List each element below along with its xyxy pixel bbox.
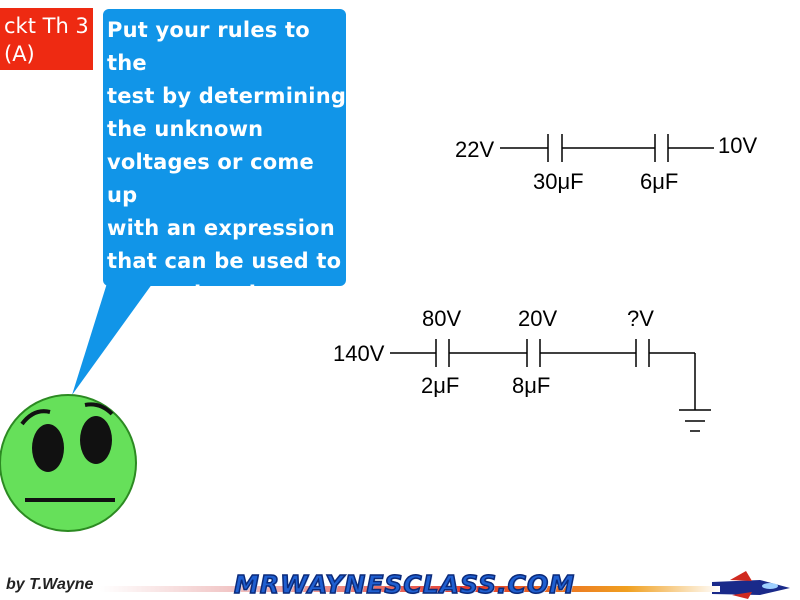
top-cap2-label: 6μF bbox=[640, 169, 678, 194]
top-cap1-label: 30μF bbox=[533, 169, 584, 194]
bottom-cap2-label: 8μF bbox=[512, 373, 550, 398]
bottom-cap1-label: 2μF bbox=[421, 373, 459, 398]
bubble-line-4: voltages or come up bbox=[107, 150, 314, 207]
rocket-logo-icon bbox=[712, 571, 790, 599]
speech-bubble bbox=[103, 9, 346, 286]
bottom-v3-label: ?V bbox=[627, 306, 654, 331]
bubble-line-5: with an expression bbox=[107, 216, 335, 240]
top-circuit bbox=[500, 134, 714, 162]
slide-tag: ckt Th 3 (A) bbox=[0, 8, 93, 70]
bubble-line-6: that can be used to bbox=[107, 249, 342, 273]
footer-author: by T.Wayne bbox=[6, 576, 94, 593]
speech-bubble-tail bbox=[72, 280, 155, 395]
bottom-source-voltage: 140V bbox=[333, 341, 385, 366]
bubble-line-8: unknown voltage. bbox=[107, 315, 322, 339]
slide-tag-line1: ckt Th 3 bbox=[4, 14, 89, 38]
bubble-line-2: test by determining bbox=[107, 84, 347, 108]
slide-tag-line2: (A) bbox=[4, 42, 35, 66]
bubble-line-3: the unknown bbox=[107, 117, 264, 141]
bottom-v1-label: 80V bbox=[422, 306, 461, 331]
smiley-face-icon bbox=[0, 394, 137, 532]
bubble-line-1: Put your rules to the bbox=[107, 18, 310, 75]
top-right-voltage: 10V bbox=[718, 133, 757, 158]
footer-site-logo: MRWAYNESCLASS.COM bbox=[233, 569, 576, 600]
footer-stripe bbox=[100, 586, 720, 592]
bottom-circuit bbox=[390, 339, 711, 432]
bottom-v2-label: 20V bbox=[518, 306, 557, 331]
top-left-voltage: 22V bbox=[455, 137, 494, 162]
speech-bubble-text: Put your rules to the test by determinin… bbox=[107, 14, 347, 344]
